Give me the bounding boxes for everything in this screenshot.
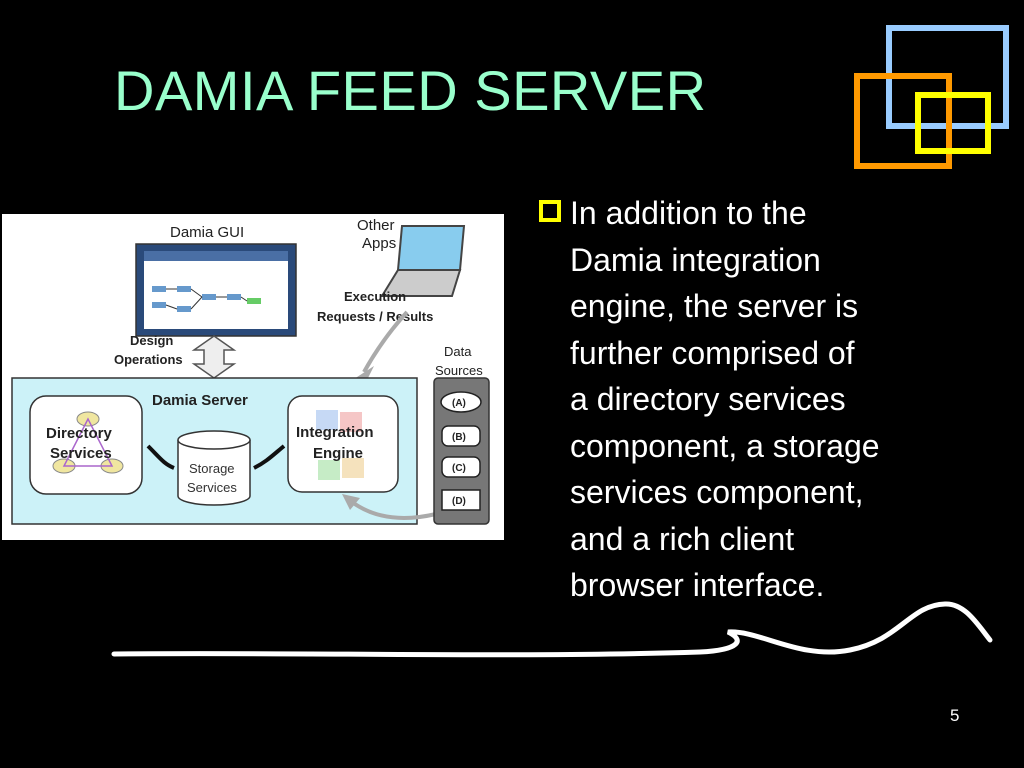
storage-label-1: Storage <box>189 461 235 476</box>
integration-label-2: Engine <box>313 445 363 462</box>
server-label: Damia Server <box>152 392 248 409</box>
deco-square-blue <box>886 25 1009 129</box>
data-source-items <box>440 391 482 511</box>
storage-label-2: Services <box>187 480 237 495</box>
directory-label-1: Directory <box>46 425 113 442</box>
data-sources-label-2: Sources <box>435 363 483 378</box>
deco-square-orange <box>854 73 952 169</box>
source-c-label: (C) <box>452 463 466 474</box>
design-label-1: Design <box>130 333 173 348</box>
source-d-label: (D) <box>452 496 466 507</box>
source-a-label: (A) <box>452 398 466 409</box>
directory-label-2: Services <box>50 445 112 462</box>
bullet-text: In addition to the Damia integration eng… <box>570 195 880 603</box>
execution-arrow <box>362 310 409 373</box>
slide-title: DAMIA FEED SERVER <box>114 59 707 122</box>
deco-swoosh-line <box>111 601 993 658</box>
data-sources-label-1: Data <box>444 344 472 359</box>
gui-flow-nodes <box>152 286 261 312</box>
puzzle-icon <box>316 410 364 480</box>
source-b-label: (B) <box>452 432 466 443</box>
execution-label-1: Execution <box>344 289 406 304</box>
gui-label: Damia GUI <box>170 224 244 241</box>
bullet-marker-icon <box>539 200 561 222</box>
integration-engine-box <box>287 395 399 493</box>
other-apps-label-1: Other <box>357 217 395 234</box>
data-return-arrow <box>350 500 437 520</box>
deco-square-yellow <box>915 92 991 154</box>
slide-number: 5 <box>950 706 960 725</box>
storage-integration-arrow <box>253 444 286 470</box>
design-label-2: Operations <box>114 352 183 367</box>
storage-services-cylinder <box>177 430 251 506</box>
directory-storage-arrow <box>146 444 175 470</box>
integration-label-1: Integration <box>296 424 374 441</box>
data-sources-panel <box>433 377 490 525</box>
execution-label-2: Requests / Results <box>317 309 433 324</box>
laptop-icon <box>380 225 466 297</box>
other-apps-label-2: Apps <box>362 235 396 252</box>
damia-architecture-diagram: Damia GUI Other Apps Execution Requests … <box>2 214 504 540</box>
